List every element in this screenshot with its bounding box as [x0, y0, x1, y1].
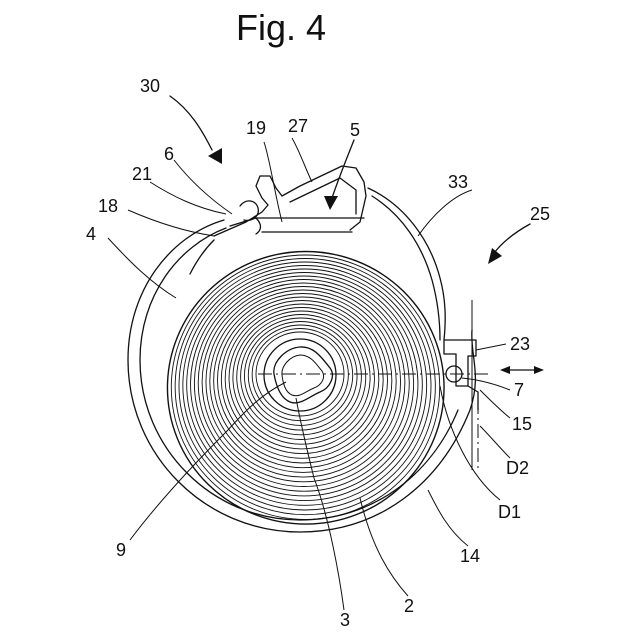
arrow-25	[488, 224, 530, 264]
reference-numerals: 30 19 27 5 6 21 33 18 25 4 23 7 15 D2 D1…	[86, 76, 550, 630]
label-D2: D2	[506, 458, 529, 478]
label-14: 14	[460, 546, 480, 566]
label-23: 23	[510, 334, 530, 354]
spring-coil	[241, 318, 362, 435]
label-6: 6	[164, 144, 174, 164]
spring-coil	[198, 280, 409, 487]
arrow-5	[324, 140, 354, 210]
label-4: 4	[86, 224, 96, 244]
label-30: 30	[140, 76, 160, 96]
arrow-30	[170, 96, 222, 164]
label-2: 2	[404, 596, 414, 616]
label-15: 15	[512, 414, 532, 434]
label-21: 21	[132, 164, 152, 184]
spring-coil	[244, 322, 357, 431]
spring-coil	[252, 329, 348, 421]
label-25: 25	[530, 204, 550, 224]
spring-coil	[191, 273, 418, 496]
label-27: 27	[288, 116, 308, 136]
spiral-spring-coils	[167, 251, 444, 524]
label-33: 33	[448, 172, 468, 192]
label-7: 7	[514, 380, 524, 400]
label-3: 3	[340, 610, 350, 630]
double-arrow	[500, 366, 544, 374]
spring-coil	[194, 276, 413, 491]
label-18: 18	[98, 196, 118, 216]
spring-coil	[183, 266, 427, 506]
label-D1: D1	[498, 502, 521, 522]
spring-coil	[171, 255, 439, 519]
hub-inner-contour	[282, 355, 324, 396]
figure-title: Fig. 4	[236, 7, 326, 48]
spring-coil	[210, 290, 396, 472]
label-5: 5	[350, 120, 360, 140]
label-19: 19	[246, 118, 266, 138]
label-9: 9	[116, 540, 126, 560]
spring-coil	[167, 251, 444, 524]
